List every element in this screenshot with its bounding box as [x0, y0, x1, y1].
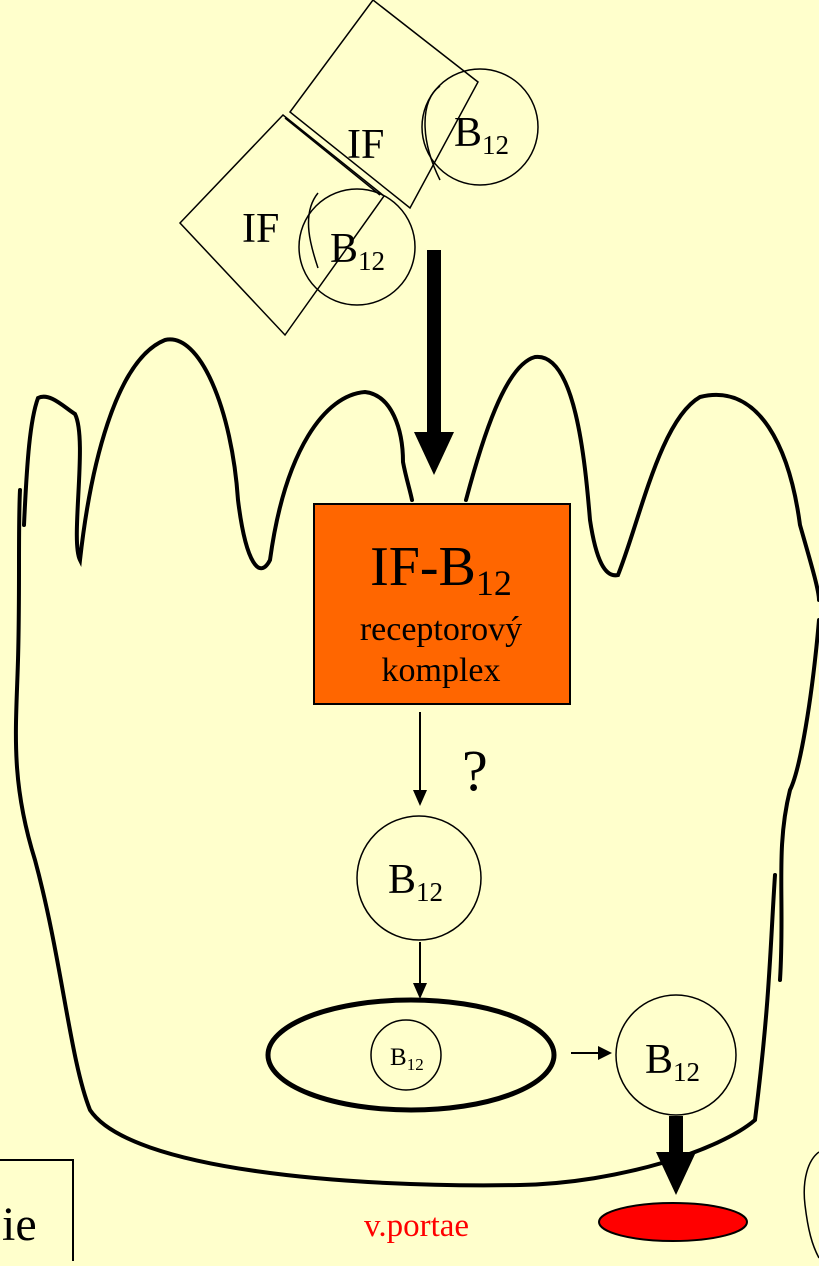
if-label: IF [242, 206, 279, 252]
uptake-arrow [414, 250, 454, 475]
b12-circle [298, 188, 416, 306]
receptor-line2: komplex [382, 652, 501, 689]
portal-arrow [656, 1116, 696, 1195]
portal-label: v.portae [364, 1208, 469, 1244]
vesicle: B12 [265, 997, 557, 1113]
b12-released: B12 [615, 994, 737, 1116]
portal-vessel [598, 1202, 748, 1242]
vesicle-arrow [413, 942, 427, 999]
b12-label: B12 [454, 110, 509, 160]
enterocyte-right-wall [778, 618, 819, 982]
if-protein-shape [288, 0, 479, 210]
b12-circle [421, 68, 539, 186]
exit-arrow [571, 1046, 612, 1060]
receptor-complex: IF-B12 receptorový komplex [313, 503, 571, 705]
vesicle-membrane [265, 997, 557, 1113]
enterocyte-left-wall [13, 488, 777, 1188]
left-box-text: ie [2, 1198, 37, 1251]
b12-vesicle-circle [370, 1019, 442, 1091]
b12-free: B12 [356, 815, 482, 941]
right-partial-circle [803, 1151, 819, 1259]
enterocyte-outline [22, 337, 819, 602]
if-label: IF [347, 122, 384, 168]
release-arrow [413, 712, 427, 806]
b12-label: B12 [330, 226, 385, 276]
svg-text:B12: B12 [388, 857, 443, 907]
b12-vesicle-label: B12 [390, 1044, 424, 1074]
question-mark: ? [462, 738, 488, 803]
if-b12-complex-upper: IF B12 [284, 0, 539, 210]
receptor-box [313, 503, 571, 705]
receptor-line1: receptorový [360, 611, 522, 648]
if-b12-complex-lower: IF B12 [178, 113, 416, 337]
left-box: ie [0, 1159, 74, 1263]
svg-text:B12: B12 [645, 1037, 700, 1087]
receptor-title: IF-B12 [370, 536, 512, 603]
if-dimer-line [284, 117, 381, 196]
if-binding-pocket [307, 192, 319, 269]
